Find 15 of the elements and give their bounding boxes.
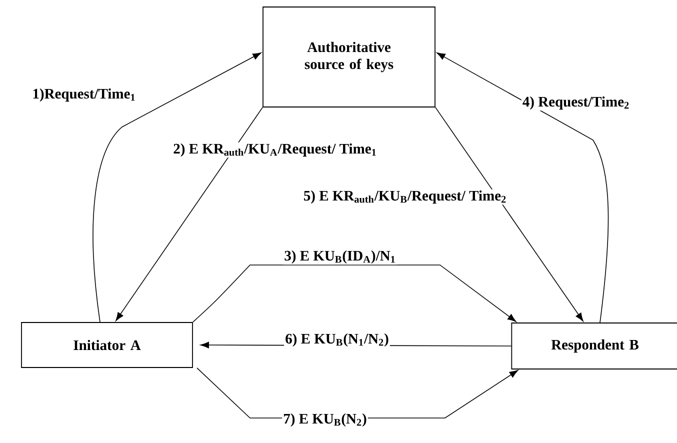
edge-label: 1)Request/Time$_{1}$ (31, 87, 137, 103)
process-box: Initiator A (21, 322, 193, 368)
process-box: Respondent B (511, 322, 677, 370)
edge-label: 2) E KR$_{auth}$/KU$_{A}$/Request/ Time$_{1}$ (172, 142, 378, 158)
edge-label: 6) E KU$_{B}$(N$_{1}$/N$_{2}$) (284, 332, 390, 348)
arrow (435, 107, 584, 322)
arrow (436, 52, 609, 323)
edge-label: 5) E KR$_{auth}$/KU$_{B}$/Request/ Time$_{2}$ (302, 189, 508, 205)
arrow (116, 107, 263, 321)
arrow (192, 264, 516, 322)
process-box: Authoritative source of keys (262, 6, 436, 108)
arrow (92, 52, 262, 322)
edge-label: 4) Request/Time$_{2}$ (521, 95, 631, 111)
edge-label: 7) E KU$_{B}$(N$_{2}$) (282, 412, 368, 428)
edge-label: 3) E KU$_{B}$(ID$_{A}$)/N$_{1}$ (283, 249, 397, 265)
